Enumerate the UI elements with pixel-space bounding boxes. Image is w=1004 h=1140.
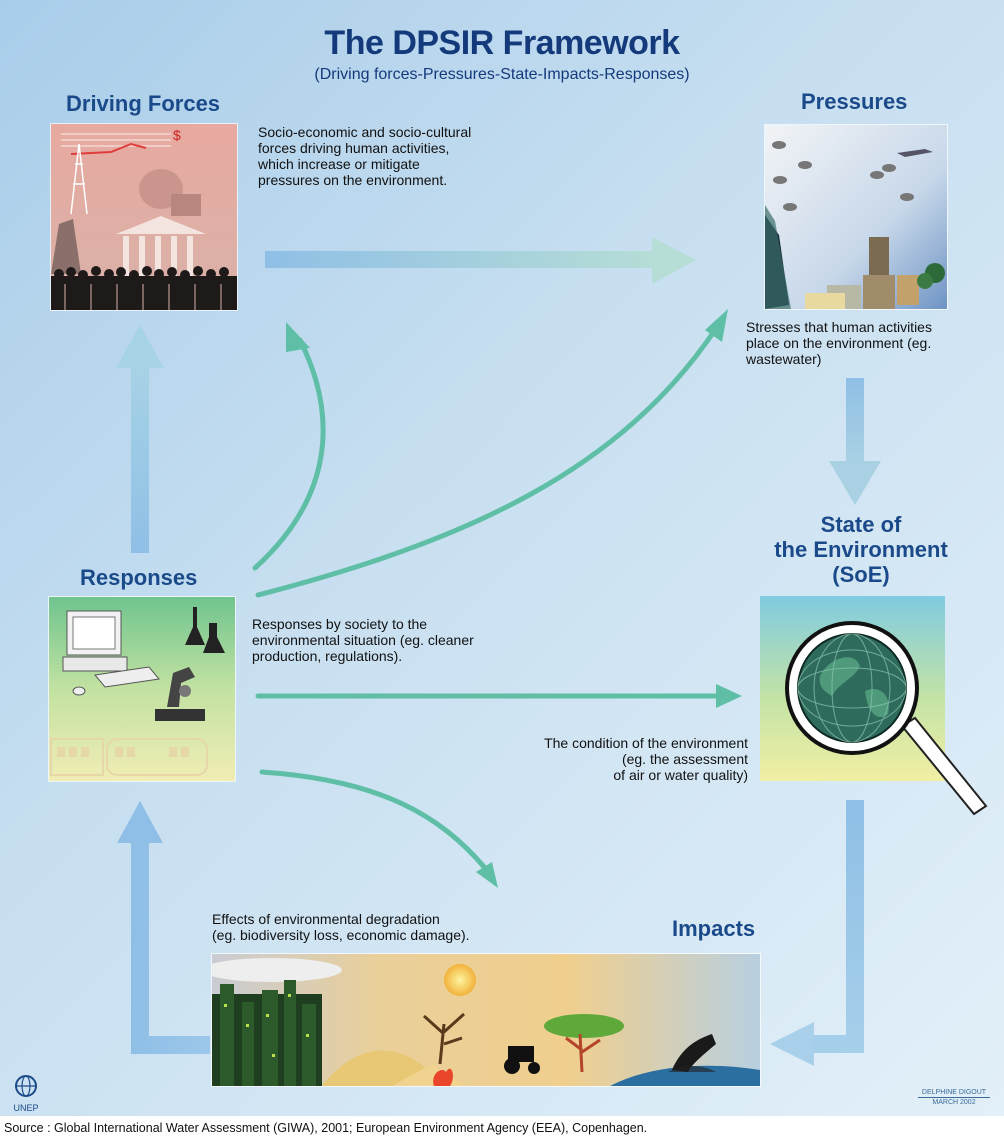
- pressures-desc-line: place on the environment (eg.: [746, 335, 932, 351]
- state-heading-line: the Environment: [774, 537, 948, 562]
- arrow-impacts-to-responses: [117, 801, 210, 1054]
- source-note: Source : Global International Water Asse…: [0, 1116, 1004, 1140]
- pressures-desc-line: wastewater): [746, 351, 822, 367]
- responses-description: Responses by society to the environmenta…: [252, 616, 474, 664]
- state-heading-line: (SoE): [832, 562, 890, 587]
- credit-author: DELPHINE DIGOUT: [918, 1088, 990, 1098]
- driving-forces-desc-line: forces driving human activities,: [258, 140, 450, 156]
- pressures-heading: Pressures: [801, 89, 908, 114]
- arrow-pressures-to-state: [829, 378, 881, 505]
- responses-desc-line: Responses by society to the: [252, 616, 428, 632]
- state-description: The condition of the environment (eg. th…: [494, 735, 748, 783]
- globe-icon: [15, 1075, 37, 1097]
- impacts-description: Effects of environmental degradation (eg…: [212, 911, 470, 943]
- page-title: The DPSIR Framework: [324, 24, 680, 62]
- pressures-desc-line: Stresses that human activities: [746, 319, 932, 335]
- state-desc-line: The condition of the environment: [544, 735, 748, 751]
- pressures-illustration: [764, 124, 948, 310]
- state-heading: State of the Environment (SoE): [760, 512, 962, 587]
- svg-text:$: $: [173, 127, 181, 143]
- arrow-response-to-driving-curve: [252, 337, 326, 571]
- state-heading-line: State of: [820, 512, 902, 537]
- state-desc-line: of air or water quality): [613, 767, 748, 783]
- arrow-response-to-impacts-curve: [259, 769, 488, 871]
- responses-heading: Responses: [80, 565, 198, 590]
- impacts-desc-line: (eg. biodiversity loss, economic damage)…: [212, 927, 470, 943]
- responses-desc-line: environmental situation (eg. cleaner: [252, 632, 474, 648]
- impacts-desc-line: Effects of environmental degradation: [212, 911, 440, 927]
- pressures-description: Stresses that human activities place on …: [746, 319, 932, 367]
- driving-forces-desc-line: pressures on the environment.: [258, 172, 448, 188]
- responses-desc-line: production, regulations).: [252, 648, 403, 664]
- driving-forces-heading: Driving Forces: [66, 91, 221, 116]
- credit-date: MARCH 2002: [932, 1099, 976, 1106]
- state-desc-line: (eg. the assessment: [621, 751, 748, 767]
- arrow-driving-to-pressures: [265, 237, 696, 284]
- arrow-responses-to-driving: [116, 325, 164, 553]
- driving-forces-desc-line: which increase or mitigate: [258, 156, 420, 172]
- impacts-heading: Impacts: [672, 916, 756, 941]
- responses-illustration: [48, 596, 236, 782]
- credit: DELPHINE DIGOUT MARCH 2002: [918, 1088, 990, 1107]
- driving-forces-illustration: $: [50, 123, 238, 311]
- page-subtitle: (Driving forces-Pressures-State-Impacts-…: [314, 66, 690, 83]
- arrow-response-to-pressures-curve: [255, 327, 718, 598]
- driving-forces-desc-line: Socio-economic and socio-cultural: [258, 124, 472, 140]
- driving-forces-description: Socio-economic and socio-cultural forces…: [258, 124, 471, 188]
- state-illustration: [760, 596, 988, 816]
- unep-logo: UNEP: [8, 1074, 44, 1113]
- logo-name: UNEP: [13, 1103, 39, 1113]
- arrow-state-to-impacts: [770, 800, 864, 1066]
- impacts-illustration: [211, 953, 761, 1087]
